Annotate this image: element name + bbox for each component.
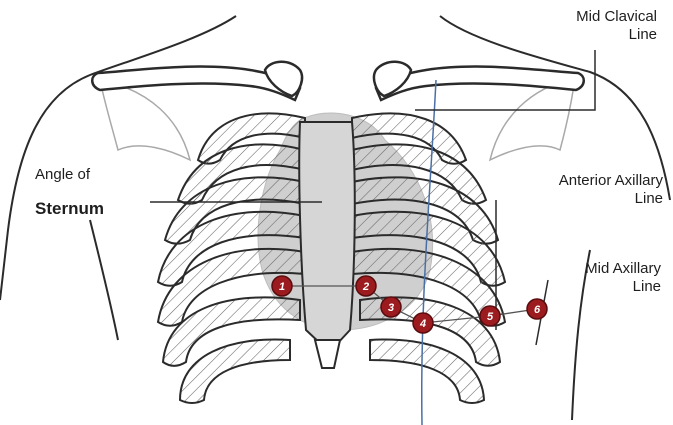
- svg-text:4: 4: [419, 318, 426, 330]
- anterior-axillary-line1: Anterior Axillary: [559, 172, 663, 190]
- left-ribs: [158, 113, 305, 403]
- svg-text:2: 2: [362, 281, 369, 293]
- mid-axillary-label: Mid Axillary Line: [585, 260, 661, 296]
- svg-text:5: 5: [487, 311, 494, 323]
- anterior-axillary-label: Anterior Axillary Line: [559, 172, 663, 208]
- right-ribs: [352, 113, 505, 403]
- angle-of-label: Angle of: [35, 166, 90, 184]
- electrode-v6: 6: [527, 299, 547, 319]
- clavicles: [92, 62, 584, 100]
- mid-clavical-line1: Mid Clavical: [576, 8, 657, 26]
- anterior-axillary-line2: Line: [559, 190, 663, 208]
- electrode-v3: 3: [381, 297, 401, 317]
- electrode-v5: 5: [480, 306, 500, 326]
- electrode-v2: 2: [356, 276, 376, 296]
- xiphoid: [315, 340, 340, 368]
- mid-axillary-line1: Mid Axillary: [585, 260, 661, 278]
- mid-axillary-line2: Line: [585, 278, 661, 296]
- svg-text:3: 3: [388, 302, 394, 314]
- mid-clavical-line2: Line: [576, 26, 657, 44]
- svg-text:6: 6: [534, 304, 541, 316]
- svg-text:1: 1: [279, 281, 285, 293]
- sternum-label: Sternum: [35, 200, 104, 218]
- electrode-v4: 4: [413, 313, 433, 333]
- sternum: [299, 122, 355, 345]
- electrode-v1: 1: [272, 276, 292, 296]
- mid-clavical-label: Mid Clavical Line: [576, 8, 657, 44]
